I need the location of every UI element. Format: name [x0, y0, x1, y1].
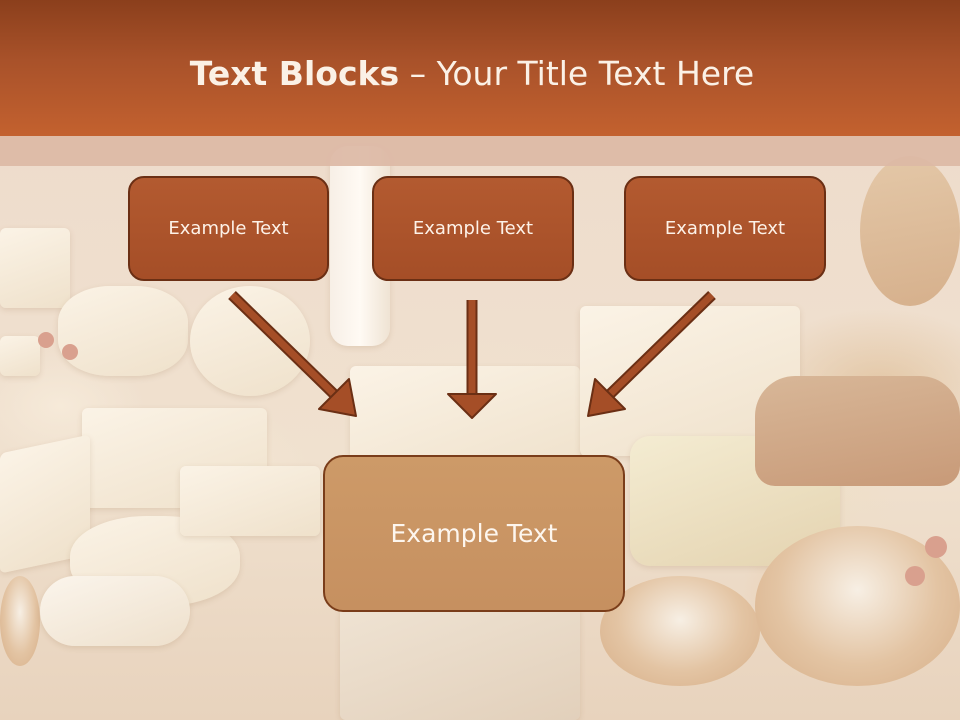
- text-block-3-label: Example Text: [664, 218, 786, 239]
- bread-loaf: [755, 376, 960, 486]
- arrow-left: [228, 291, 357, 417]
- target-text-block[interactable]: Example Text: [323, 455, 625, 612]
- text-block-2-label: Example Text: [412, 218, 534, 239]
- slide-title: Text Blocks – Your Title Text Here: [0, 54, 944, 93]
- braided-cheese: [40, 576, 190, 646]
- arrow-right: [587, 291, 716, 417]
- slide-title-bold: Text Blocks: [189, 54, 400, 93]
- bread-loaf: [860, 156, 960, 306]
- strawberry: [62, 344, 78, 360]
- title-bar-band: [0, 136, 960, 166]
- arrow-center: [447, 300, 497, 419]
- cheese-slices: [180, 466, 320, 536]
- cream-bowl: [600, 576, 760, 686]
- bowl: [0, 576, 40, 666]
- strawberry: [925, 536, 947, 558]
- text-block-2[interactable]: Example Text: [372, 176, 574, 281]
- strawberry: [38, 332, 54, 348]
- cheese-wheel: [190, 286, 310, 396]
- target-text-block-label: Example Text: [390, 519, 558, 548]
- cheese-block: [0, 336, 40, 376]
- text-block-3[interactable]: Example Text: [624, 176, 826, 281]
- cheese-block: [0, 228, 70, 308]
- cheese-wheel: [58, 286, 188, 376]
- slide-title-rest: Your Title Text Here: [436, 54, 755, 93]
- cheese-block: [340, 606, 580, 720]
- slide-title-dash: –: [399, 54, 437, 93]
- text-block-1[interactable]: Example Text: [128, 176, 329, 281]
- title-bar: [0, 0, 960, 136]
- strawberry: [905, 566, 925, 586]
- text-block-1-label: Example Text: [168, 218, 289, 239]
